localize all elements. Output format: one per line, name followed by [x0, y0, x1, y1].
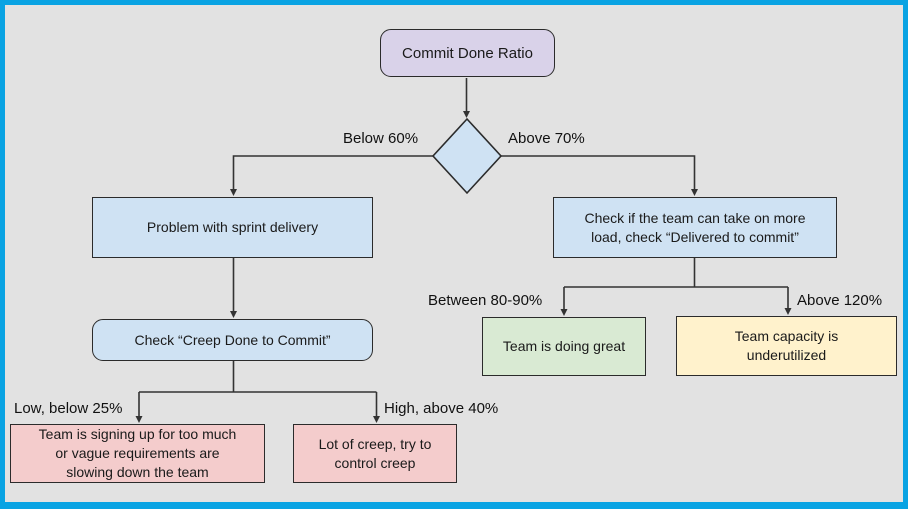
node-text-line: Check if the team can take on more [584, 209, 806, 226]
edge-label-between-80-90: Between 80-90% [428, 292, 543, 309]
node-text-line: Check “Creep Done to Commit” [134, 331, 331, 348]
node-check-creep-done-to-commit: Check “Creep Done to Commit” [92, 319, 373, 361]
node-signing-up-too-much: Team is signing up for too much or vague… [10, 424, 265, 483]
node-text-line: Team is doing great [502, 338, 626, 354]
node-text-line: load, check “Delivered to commit” [591, 228, 799, 245]
node-team-doing-great: Team is doing great [482, 317, 646, 376]
edge-label-high-above-40: High, above 40% [384, 400, 499, 417]
node-lot-of-creep: Lot of creep, try to control creep [293, 424, 457, 483]
connector-lines [135, 78, 792, 423]
edge-decision-to-check-load [501, 155, 698, 196]
node-text-line: Commit Done Ratio [402, 44, 533, 62]
node-problem-with-sprint-delivery: Problem with sprint delivery [92, 197, 373, 258]
edge-label-above-120: Above 120% [797, 292, 883, 309]
edge-decision-to-problem [230, 155, 433, 196]
edge-label-above-70: Above 70% [508, 130, 585, 147]
node-text-line: slowing down the team [66, 464, 209, 480]
node-text-line: Team is signing up for too much [38, 426, 237, 442]
node-commit-done-ratio: Commit Done Ratio [380, 29, 555, 77]
node-text-line: underutilized [746, 347, 827, 363]
edge-label-below-60: Below 60% [343, 130, 419, 147]
decision-diamond [431, 117, 503, 195]
edge-label-low-below-25: Low, below 25% [14, 400, 123, 417]
node-check-team-can-take-more-load: Check if the team can take on more load,… [553, 197, 837, 258]
node-text-line: control creep [334, 454, 416, 471]
node-team-capacity-underutilized: Team capacity is underutilized [676, 316, 897, 376]
node-text-line: or vague requirements are [55, 445, 220, 461]
node-text-line: Team capacity is [734, 328, 839, 344]
node-text-line: Lot of creep, try to [318, 435, 432, 452]
node-text-line: Problem with sprint delivery [146, 219, 319, 235]
